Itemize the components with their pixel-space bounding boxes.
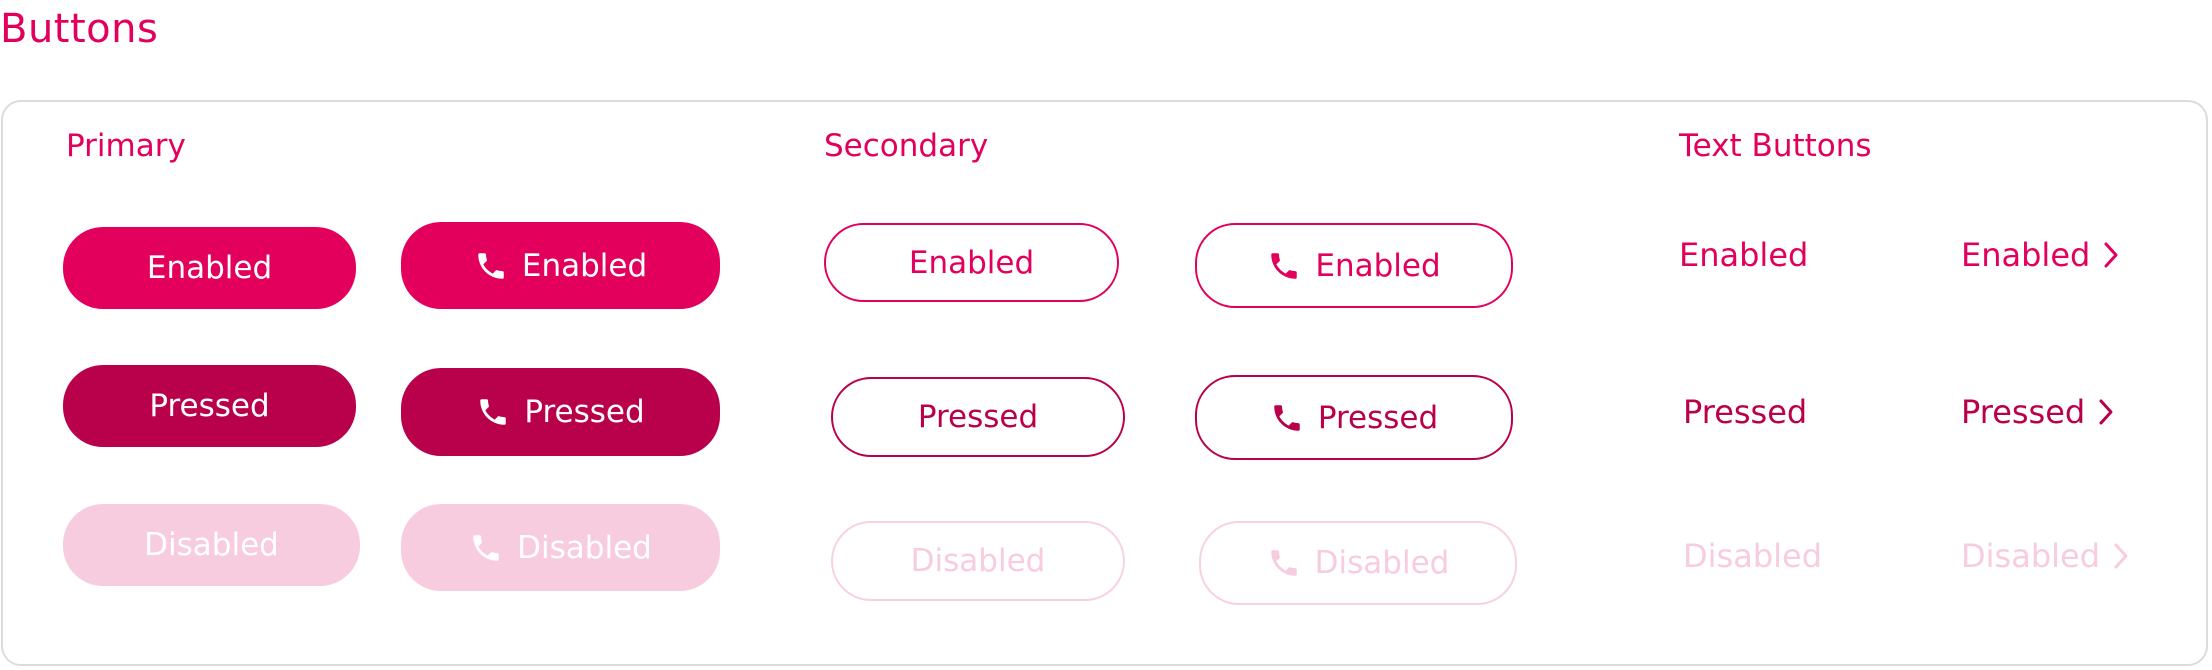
button-label: Pressed — [1961, 393, 2086, 431]
primary-disabled-icon-button[interactable]: Disabled — [401, 504, 720, 591]
primary-disabled-button[interactable]: Disabled — [63, 504, 360, 586]
secondary-enabled-icon-button[interactable]: Enabled — [1195, 223, 1513, 308]
text-enabled-chevron-button[interactable]: Enabled — [1961, 230, 2120, 280]
button-label: Pressed — [149, 388, 270, 424]
button-label: Enabled — [1315, 247, 1441, 284]
page-title: Buttons — [0, 6, 159, 52]
secondary-pressed-icon-button[interactable]: Pressed — [1195, 375, 1513, 460]
chevron-right-icon — [2097, 398, 2115, 426]
buttons-card — [1, 100, 2208, 666]
primary-enabled-button[interactable]: Enabled — [63, 227, 356, 309]
phone-icon — [1267, 546, 1301, 580]
button-label: Disabled — [1961, 537, 2101, 575]
phone-icon — [474, 249, 508, 283]
chevron-right-icon — [2102, 241, 2120, 269]
text-disabled-chevron-button[interactable]: Disabled — [1961, 531, 2130, 581]
secondary-disabled-button[interactable]: Disabled — [831, 521, 1125, 601]
primary-heading: Primary — [66, 128, 186, 164]
button-label: Disabled — [910, 543, 1046, 579]
chevron-right-icon — [2112, 542, 2130, 570]
phone-icon — [1270, 401, 1304, 435]
button-label: Enabled — [1679, 236, 1809, 274]
phone-icon — [476, 395, 510, 429]
button-label: Enabled — [521, 247, 648, 284]
button-label: Disabled — [517, 529, 652, 566]
secondary-disabled-icon-button[interactable]: Disabled — [1199, 521, 1517, 605]
text-buttons-heading: Text Buttons — [1679, 128, 1872, 164]
phone-icon — [469, 531, 503, 565]
button-label: Disabled — [1683, 537, 1823, 575]
phone-icon — [1267, 249, 1301, 283]
text-enabled-button[interactable]: Enabled — [1679, 230, 1808, 280]
button-label: Pressed — [1317, 399, 1439, 436]
primary-enabled-icon-button[interactable]: Enabled — [401, 222, 720, 309]
primary-pressed-icon-button[interactable]: Pressed — [401, 368, 720, 456]
secondary-pressed-button[interactable]: Pressed — [831, 377, 1125, 457]
text-pressed-chevron-button[interactable]: Pressed — [1961, 387, 2115, 437]
button-label: Pressed — [524, 394, 645, 430]
button-label: Disabled — [1314, 545, 1450, 581]
secondary-heading: Secondary — [824, 128, 989, 164]
button-label: Pressed — [1683, 393, 1808, 431]
text-pressed-button[interactable]: Pressed — [1683, 387, 1807, 437]
text-disabled-button[interactable]: Disabled — [1683, 531, 1822, 581]
primary-pressed-button[interactable]: Pressed — [63, 365, 356, 447]
button-label: Enabled — [146, 250, 273, 286]
secondary-enabled-button[interactable]: Enabled — [824, 223, 1119, 302]
button-label: Enabled — [1961, 236, 2091, 274]
button-label: Disabled — [144, 527, 279, 563]
button-label: Enabled — [908, 244, 1035, 281]
button-label: Pressed — [917, 399, 1039, 435]
